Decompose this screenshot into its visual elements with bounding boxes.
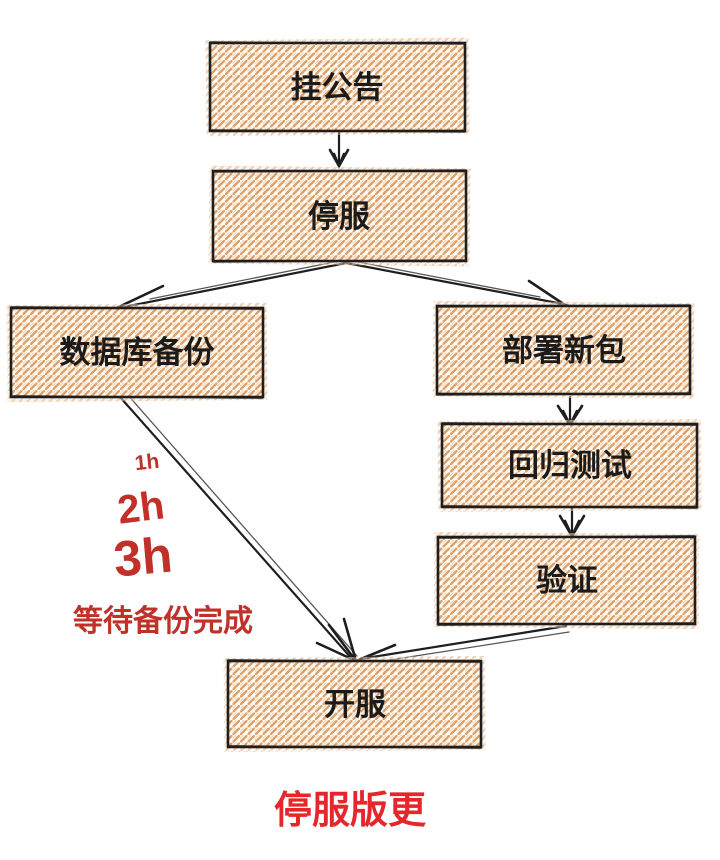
node-label: 部署新包 [502, 333, 626, 368]
annotation-duration-3h: 3h [111, 527, 174, 588]
node-open-server: 开服 [223, 655, 486, 753]
annotation-wait-note: 等待备份完成 [73, 604, 253, 638]
annotations: 1h 2h 3h 等待备份完成 [73, 450, 253, 638]
node-label: 回归测试 [508, 448, 632, 483]
diagram-title: 停服版更 [274, 790, 427, 832]
annotation-duration-2h: 2h [115, 483, 167, 532]
node-label: 数据库备份 [60, 335, 215, 370]
node-label: 挂公告 [291, 70, 384, 105]
arrowhead-right-icon [527, 279, 567, 307]
node-label: 验证 [536, 563, 598, 598]
node-regression-test: 回归测试 [437, 418, 702, 513]
node-label: 停服 [308, 199, 370, 234]
arrowhead-down-icon [332, 152, 346, 170]
edge-post-announcement-to-stop-server [328, 131, 350, 170]
node-db-backup: 数据库备份 [6, 302, 268, 403]
node-verify: 验证 [433, 531, 700, 630]
nodes: 挂公告 停服 数据库备份 部署新包 回归测试 [6, 37, 702, 753]
node-deploy-package: 部署新包 [432, 300, 695, 400]
edge-db-backup-to-open-server [118, 393, 358, 662]
node-stop-server: 停服 [208, 165, 471, 267]
node-post-announcement: 挂公告 [205, 37, 470, 137]
annotation-duration-1h: 1h [134, 450, 161, 475]
node-label: 开服 [324, 687, 386, 722]
